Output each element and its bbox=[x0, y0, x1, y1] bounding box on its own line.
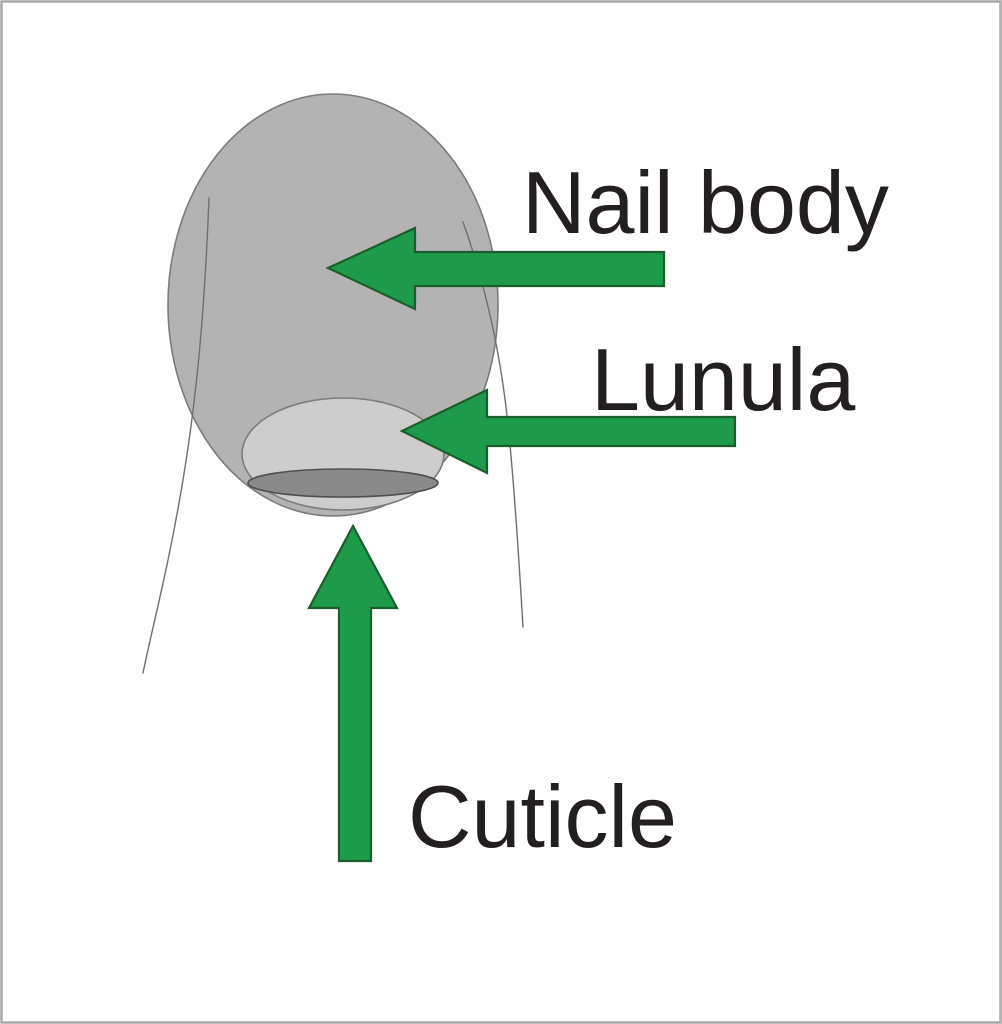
lunula-arrow bbox=[399, 388, 737, 475]
nail-plate-shape bbox=[167, 93, 499, 517]
nail-body-arrow bbox=[325, 226, 666, 311]
cuticle-arrow bbox=[307, 523, 399, 863]
finger-outline-left-line bbox=[142, 197, 210, 674]
label-cuticle: Cuticle bbox=[408, 767, 677, 866]
label-nail-body: Nail body bbox=[522, 153, 889, 252]
label-lunula: Lunula bbox=[591, 330, 855, 429]
cuticle-shape bbox=[247, 468, 439, 498]
